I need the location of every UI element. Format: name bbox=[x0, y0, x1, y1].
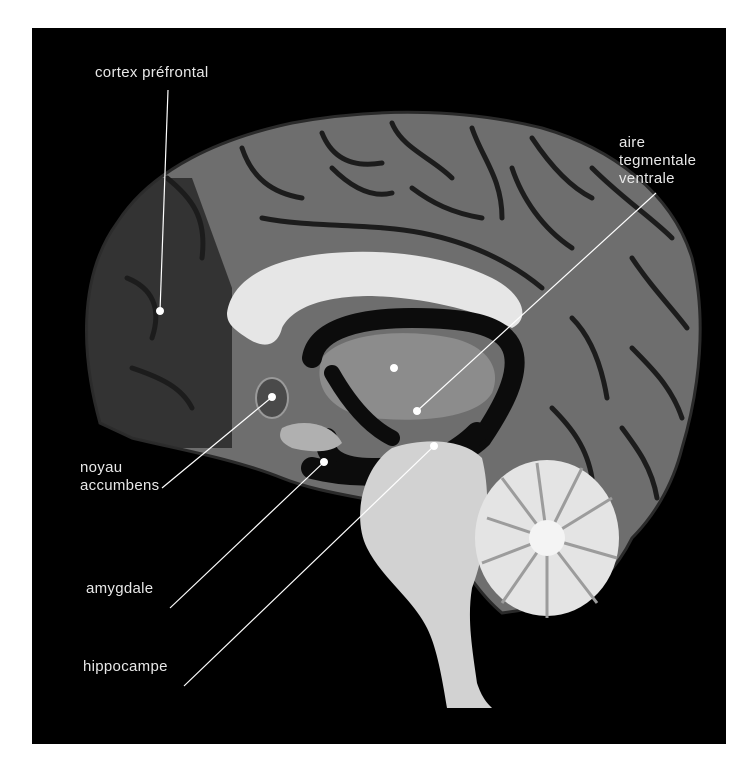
dot-accumbens bbox=[268, 393, 276, 401]
label-vta-line1: aire bbox=[619, 134, 696, 152]
brainstem bbox=[360, 441, 492, 708]
label-accumbens-line1: noyau bbox=[80, 459, 159, 477]
dot-amygdala bbox=[320, 458, 328, 466]
label-amygdala: amygdale bbox=[86, 580, 153, 598]
label-hippocampus: hippocampe bbox=[83, 658, 168, 676]
leader-amygdala bbox=[170, 462, 324, 608]
diagram-panel: cortex préfrontal aire tegmentale ventra… bbox=[32, 28, 726, 744]
dot-hippocampus bbox=[430, 442, 438, 450]
label-vta-line3: ventrale bbox=[619, 170, 696, 188]
dot-prefrontal bbox=[156, 307, 164, 315]
label-accumbens-line2: accumbens bbox=[80, 477, 159, 495]
label-nucleus-accumbens: noyau accumbens bbox=[80, 459, 159, 495]
dot-vta bbox=[413, 407, 421, 415]
label-vta-line2: tegmentale bbox=[619, 152, 696, 170]
label-vta: aire tegmentale ventrale bbox=[619, 134, 696, 188]
dot-thalamus bbox=[390, 364, 398, 372]
label-prefrontal-cortex: cortex préfrontal bbox=[95, 64, 208, 82]
